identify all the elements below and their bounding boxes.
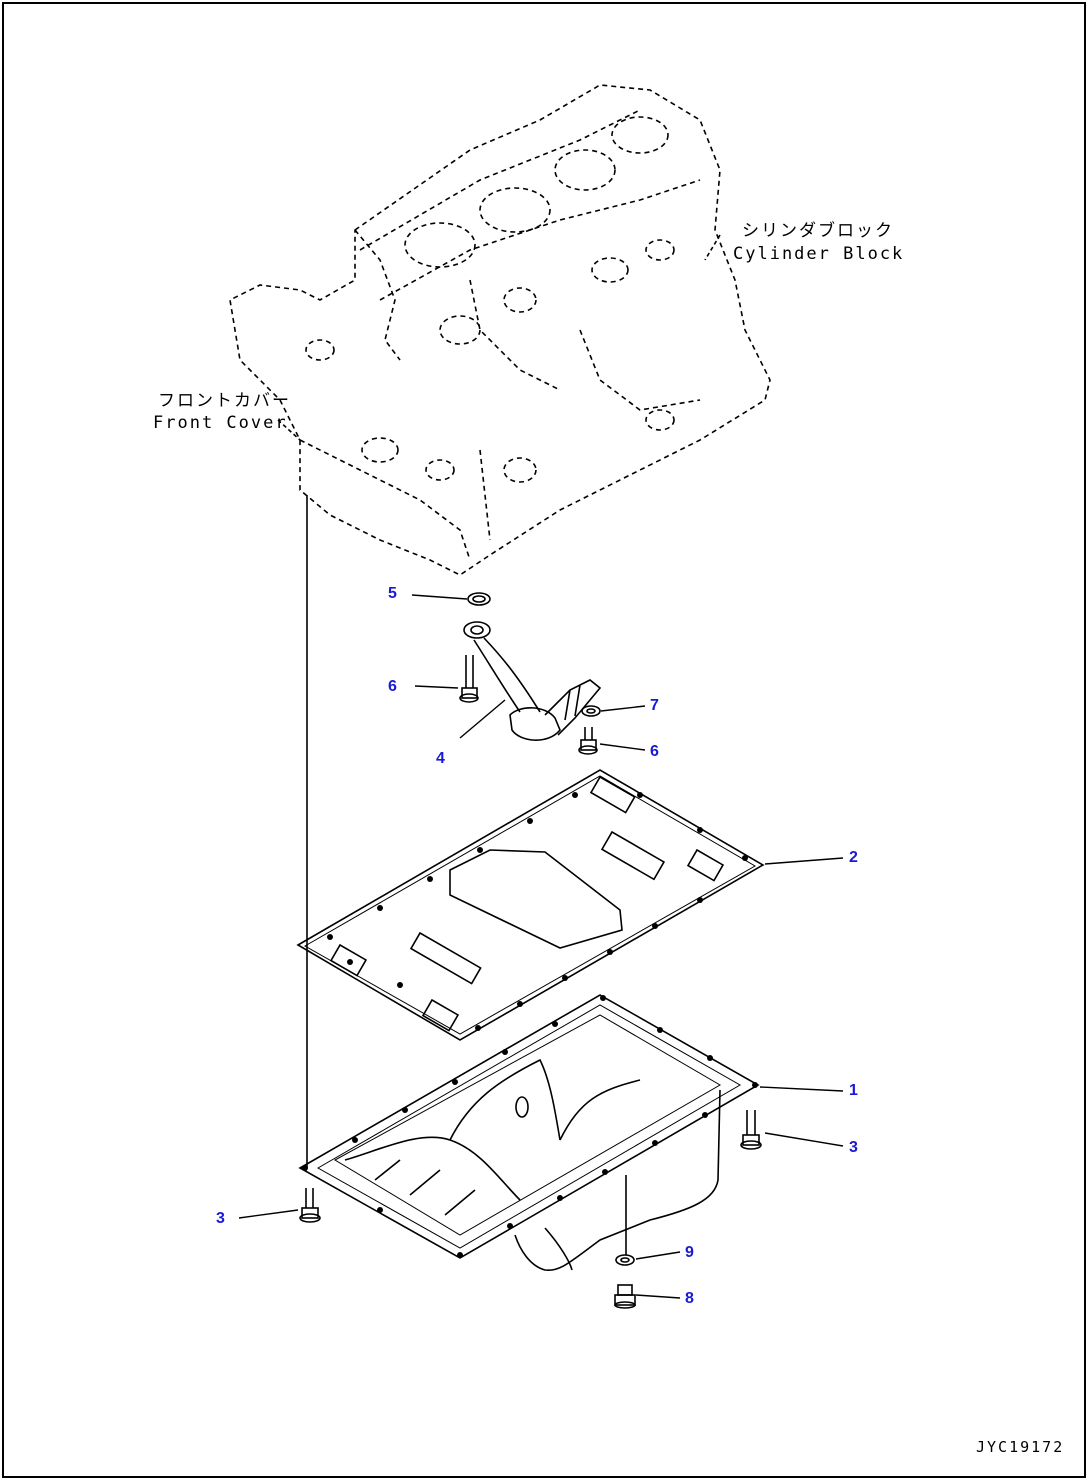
front-cover-leader (277, 419, 301, 441)
part-label-7: 7 (650, 697, 659, 714)
cylinder-block-label-en: Cylinder Block (733, 244, 905, 264)
part-label-3-right: 3 (849, 1139, 858, 1156)
front-cover-label-jp: フロントカバー (158, 391, 291, 411)
part-label-5: 5 (388, 585, 397, 602)
part-label-9: 9 (685, 1244, 694, 1261)
front-cover-label-en: Front Cover (153, 413, 288, 433)
part-label-6-right: 6 (650, 743, 659, 760)
gasket-plate-part-2 (296, 769, 765, 1041)
washer-part-7 (581, 705, 601, 717)
part-label-6-left: 6 (388, 678, 397, 695)
bolt-part-6-right (578, 727, 598, 755)
part-label-3-left: 3 (216, 1210, 225, 1227)
drawing-reference: JYC19172 (976, 1438, 1065, 1456)
drain-plug-part-8 (614, 1284, 636, 1309)
part-label-1: 1 (849, 1082, 858, 1099)
o-ring-part-5 (467, 592, 491, 606)
bolt-part-3-right (740, 1110, 762, 1150)
bolt-part-3-left (299, 1188, 321, 1223)
bolt-part-6-left (459, 655, 479, 703)
oil-pan-part-1 (298, 994, 760, 1272)
cylinder-block (229, 84, 771, 576)
drain-gasket-part-9 (615, 1254, 635, 1266)
cylinder-block-label-jp: シリンダブロック (742, 221, 894, 241)
part-leaders (238, 594, 844, 1299)
part-label-8: 8 (685, 1290, 694, 1307)
part-label-2: 2 (849, 849, 858, 866)
cylinder-block-leader (704, 234, 721, 261)
strainer-part-4 (463, 621, 602, 741)
part-label-4: 4 (436, 750, 445, 767)
